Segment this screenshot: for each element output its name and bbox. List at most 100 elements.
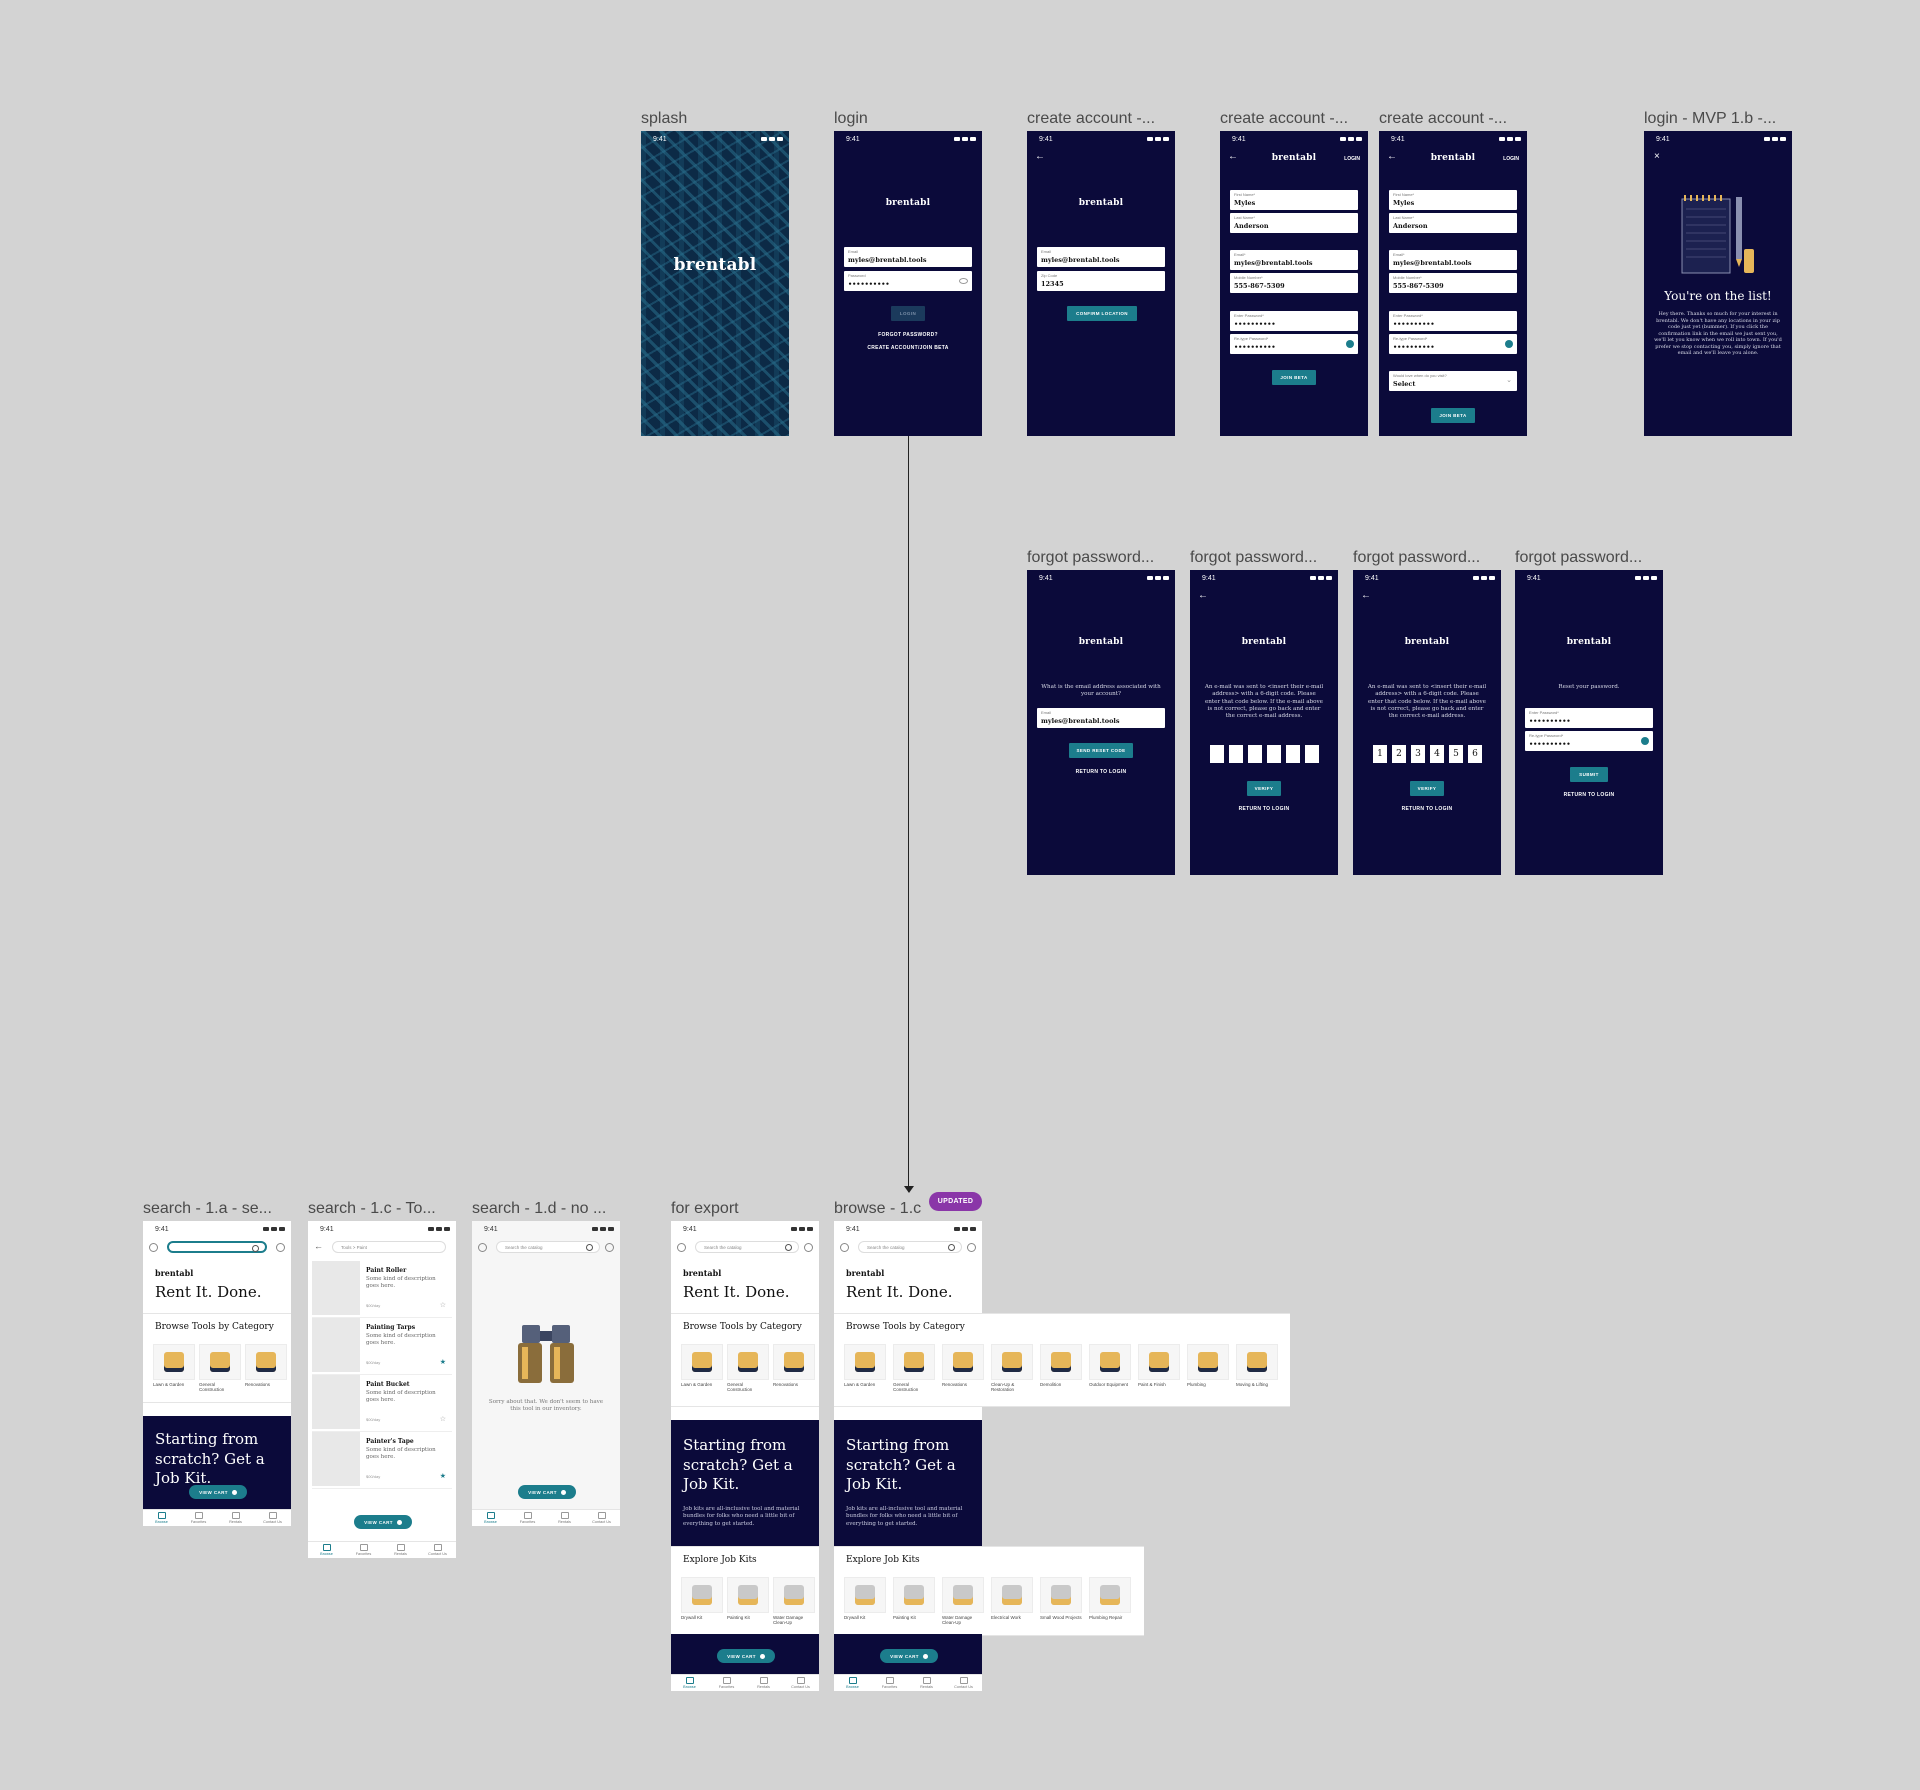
help-icon[interactable]: [276, 1243, 285, 1252]
hear-about-select[interactable]: Would love when do you visit?Select⌄: [1389, 371, 1517, 391]
category-card[interactable]: Lawn & Garden: [681, 1344, 723, 1394]
create-account-link[interactable]: CREATE ACCOUNT/JOIN BETA: [867, 345, 949, 351]
return-to-login-link[interactable]: RETURN TO LOGIN: [1075, 769, 1127, 775]
kit-card[interactable]: Water Damage Clean-Up: [773, 1577, 815, 1627]
tab-favorites[interactable]: Favorites: [871, 1675, 908, 1691]
view-cart-button[interactable]: VIEW CART: [717, 1649, 775, 1663]
category-card[interactable]: Plumbing: [1187, 1344, 1229, 1394]
search-input[interactable]: Search the catalog: [496, 1241, 600, 1253]
return-to-login-link[interactable]: RETURN TO LOGIN: [1238, 806, 1290, 812]
code-digit-box[interactable]: [1210, 745, 1224, 763]
code-digit-box[interactable]: [1286, 745, 1300, 763]
mobile-field[interactable]: Mobile Number*555-867-5309: [1389, 273, 1517, 293]
kit-card[interactable]: Drywall Kit: [681, 1577, 723, 1627]
kit-card[interactable]: Plumbing Repair: [1089, 1577, 1131, 1627]
back-arrow-icon[interactable]: ←: [1198, 590, 1208, 601]
tab-favorites[interactable]: Favorites: [180, 1510, 217, 1526]
tab-rentals[interactable]: Rentals: [382, 1542, 419, 1558]
kit-card[interactable]: Painting Kit: [893, 1577, 935, 1627]
forgot-password-link[interactable]: FORGOT PASSWORD?: [878, 332, 938, 338]
tab-rentals[interactable]: Rentals: [217, 1510, 254, 1526]
search-icon[interactable]: [948, 1244, 955, 1251]
profile-icon[interactable]: [478, 1243, 487, 1252]
tab-contact[interactable]: Contact Us: [945, 1675, 982, 1691]
confirm-location-button[interactable]: CONFIRM LOCATION: [1067, 306, 1137, 321]
header-login-link[interactable]: LOGIN: [1503, 156, 1519, 162]
retype-new-password-field[interactable]: Re-type Password*••••••••••: [1525, 731, 1653, 751]
code-digit-box[interactable]: [1248, 745, 1262, 763]
category-card[interactable]: Renovations: [245, 1344, 287, 1394]
category-card[interactable]: Outdoor Equipment: [1089, 1344, 1131, 1394]
search-icon[interactable]: [785, 1244, 792, 1251]
star-filled-icon[interactable]: ★: [439, 1359, 446, 1366]
tab-browse[interactable]: Browse: [671, 1675, 708, 1691]
category-card[interactable]: Demolition: [1040, 1344, 1082, 1394]
tab-browse[interactable]: Browse: [472, 1510, 509, 1526]
code-digit-box[interactable]: [1305, 745, 1319, 763]
kit-card[interactable]: Water Damage Clean-Up: [942, 1577, 984, 1627]
eye-icon[interactable]: [959, 278, 968, 284]
tab-contact[interactable]: Contact Us: [419, 1542, 456, 1558]
back-arrow-icon[interactable]: ←: [1361, 590, 1371, 601]
first-name-field[interactable]: First Name*Myles: [1230, 190, 1358, 210]
tab-contact[interactable]: Contact Us: [254, 1510, 291, 1526]
tab-favorites[interactable]: Favorites: [509, 1510, 546, 1526]
star-icon[interactable]: ☆: [439, 1302, 446, 1309]
close-icon[interactable]: ×: [1654, 151, 1660, 162]
search-input[interactable]: Search the catalog: [858, 1241, 962, 1253]
back-arrow-icon[interactable]: ←: [1035, 151, 1045, 162]
search-input[interactable]: Search the catalog: [695, 1241, 799, 1253]
tab-favorites[interactable]: Favorites: [708, 1675, 745, 1691]
help-icon[interactable]: [967, 1243, 976, 1252]
code-digit-box[interactable]: 5: [1449, 745, 1463, 763]
first-name-field[interactable]: First Name*Myles: [1389, 190, 1517, 210]
tab-contact[interactable]: Contact Us: [583, 1510, 620, 1526]
help-icon[interactable]: [804, 1243, 813, 1252]
category-card[interactable]: Moving & Lifting: [1236, 1344, 1278, 1394]
code-digit-box[interactable]: 2: [1392, 745, 1406, 763]
verify-button[interactable]: VERIFY: [1410, 781, 1444, 796]
login-button[interactable]: LOGIN: [891, 306, 925, 321]
help-icon[interactable]: [605, 1243, 614, 1252]
explore-kits-strip[interactable]: Explore Job Kits Drywall Kit Painting Ki…: [834, 1546, 1144, 1636]
search-icon[interactable]: [252, 1245, 259, 1252]
tab-rentals[interactable]: Rentals: [546, 1510, 583, 1526]
code-digit-box[interactable]: [1267, 745, 1281, 763]
category-card[interactable]: General Construction: [727, 1344, 769, 1394]
email-field[interactable]: Email*myles@brentabl.tools: [1389, 250, 1517, 270]
code-digit-box[interactable]: [1229, 745, 1243, 763]
join-beta-button[interactable]: JOIN BETA: [1431, 408, 1475, 423]
category-card[interactable]: General Construction: [893, 1344, 935, 1394]
tab-favorites[interactable]: Favorites: [345, 1542, 382, 1558]
tab-contact[interactable]: Contact Us: [782, 1675, 819, 1691]
category-card[interactable]: Renovations: [942, 1344, 984, 1394]
category-card[interactable]: Clean-Up & Restoration: [991, 1344, 1033, 1394]
kit-card[interactable]: Drywall Kit: [844, 1577, 886, 1627]
profile-icon[interactable]: [840, 1243, 849, 1252]
mobile-field[interactable]: Mobile Number*555-867-5309: [1230, 273, 1358, 293]
back-arrow-icon[interactable]: ←: [314, 1241, 323, 1251]
kit-card[interactable]: Painting Kit: [727, 1577, 769, 1627]
code-digit-box[interactable]: 1: [1373, 745, 1387, 763]
tab-browse[interactable]: Browse: [834, 1675, 871, 1691]
search-input[interactable]: Tools > Paint: [332, 1241, 446, 1253]
password-field[interactable]: Password••••••••••: [844, 271, 972, 291]
join-beta-button[interactable]: JOIN BETA: [1272, 370, 1316, 385]
header-login-link[interactable]: LOGIN: [1344, 156, 1360, 162]
password-field[interactable]: Enter Password*••••••••••: [1389, 311, 1517, 331]
tab-rentals[interactable]: Rentals: [908, 1675, 945, 1691]
tab-browse[interactable]: Browse: [308, 1542, 345, 1558]
search-input[interactable]: [167, 1241, 267, 1253]
view-cart-button[interactable]: VIEW CART: [518, 1485, 576, 1499]
tab-browse[interactable]: Browse: [143, 1510, 180, 1526]
profile-icon[interactable]: [149, 1243, 158, 1252]
return-to-login-link[interactable]: RETURN TO LOGIN: [1563, 792, 1615, 798]
search-icon[interactable]: [586, 1244, 593, 1251]
last-name-field[interactable]: Last Name*Anderson: [1230, 213, 1358, 233]
view-cart-button[interactable]: VIEW CART: [880, 1649, 938, 1663]
